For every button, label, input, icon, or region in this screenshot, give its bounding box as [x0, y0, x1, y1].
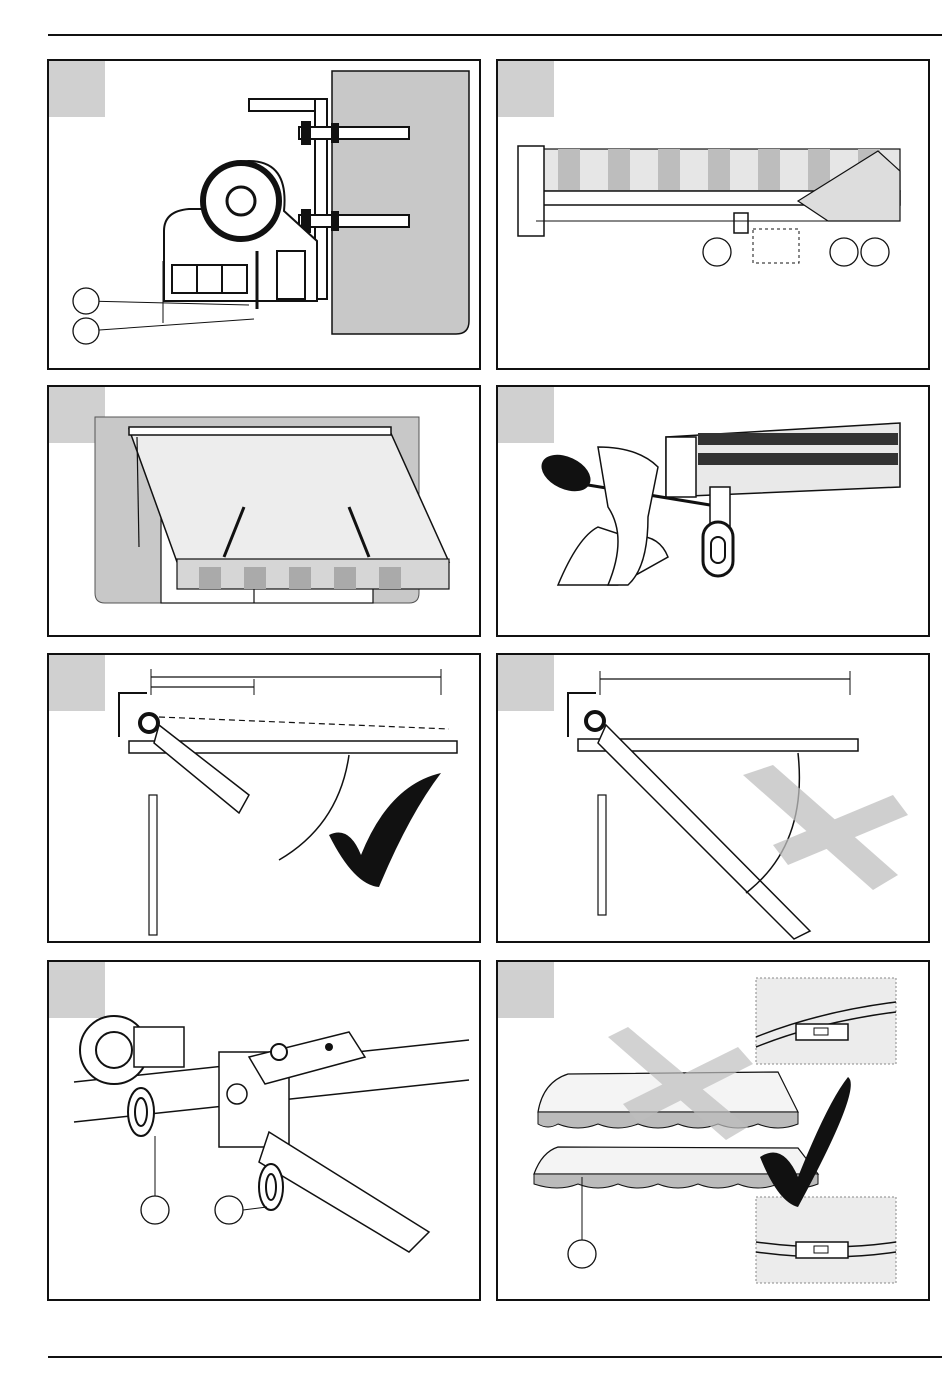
dark-stripe-1	[698, 433, 898, 445]
clamp-plate	[249, 1032, 365, 1084]
illustration-panel-2	[496, 59, 930, 370]
folding-arm	[154, 725, 249, 813]
wall-section	[332, 71, 469, 334]
detail-inset-top	[756, 978, 896, 1064]
crank-handle	[598, 795, 606, 915]
side-bracket	[518, 146, 544, 236]
folding-arm	[259, 1132, 429, 1252]
installed-awning-illustration	[49, 387, 481, 637]
roller-cassette	[129, 427, 391, 435]
footer-rule	[48, 1356, 942, 1358]
valance-profile	[172, 265, 247, 293]
top-bracket-bar	[249, 99, 319, 111]
front-profile-illustration	[498, 61, 930, 370]
illustration-panel-6	[496, 653, 930, 943]
drive-block	[277, 251, 305, 299]
clamp-bolt	[271, 1044, 287, 1060]
dashed-position-box	[753, 229, 799, 263]
roller	[586, 712, 604, 730]
screwdriver-handle	[536, 448, 597, 499]
valance-alignment-illustration	[498, 962, 930, 1301]
illustration-panel-8	[496, 960, 930, 1301]
callout-circle-1	[141, 1196, 169, 1224]
screwdriver-adjustment-illustration	[498, 387, 930, 637]
illustration-panel-4	[496, 385, 930, 637]
folding-arm-steep	[598, 725, 810, 939]
callout-circle-1	[568, 1240, 596, 1268]
bracket-mounting-illustration	[49, 61, 481, 370]
illustration-panel-5	[47, 653, 481, 943]
correct-arm-angle-illustration	[49, 655, 481, 943]
roller	[140, 714, 158, 732]
dark-stripe-2	[698, 453, 898, 465]
header-rule	[48, 34, 942, 36]
incorrect-arm-angle-illustration	[498, 655, 930, 943]
callout-circle-3	[861, 238, 889, 266]
callout-circle-1	[703, 238, 731, 266]
illustration-panel-1	[47, 59, 481, 370]
dashed-pitch-line	[159, 717, 449, 729]
callout-circle-2	[215, 1196, 243, 1224]
callout-circle-1	[73, 288, 99, 314]
callout-circle-2	[73, 318, 99, 344]
callout-circle-2	[830, 238, 858, 266]
illustration-panel-7	[47, 960, 481, 1301]
detail-inset-bottom	[756, 1197, 896, 1283]
illustration-panel-3	[47, 385, 481, 637]
crank-handle	[149, 795, 157, 935]
crank-eye-detail-illustration	[49, 962, 481, 1301]
check-mark	[329, 773, 441, 887]
clip-fitting	[734, 213, 748, 233]
